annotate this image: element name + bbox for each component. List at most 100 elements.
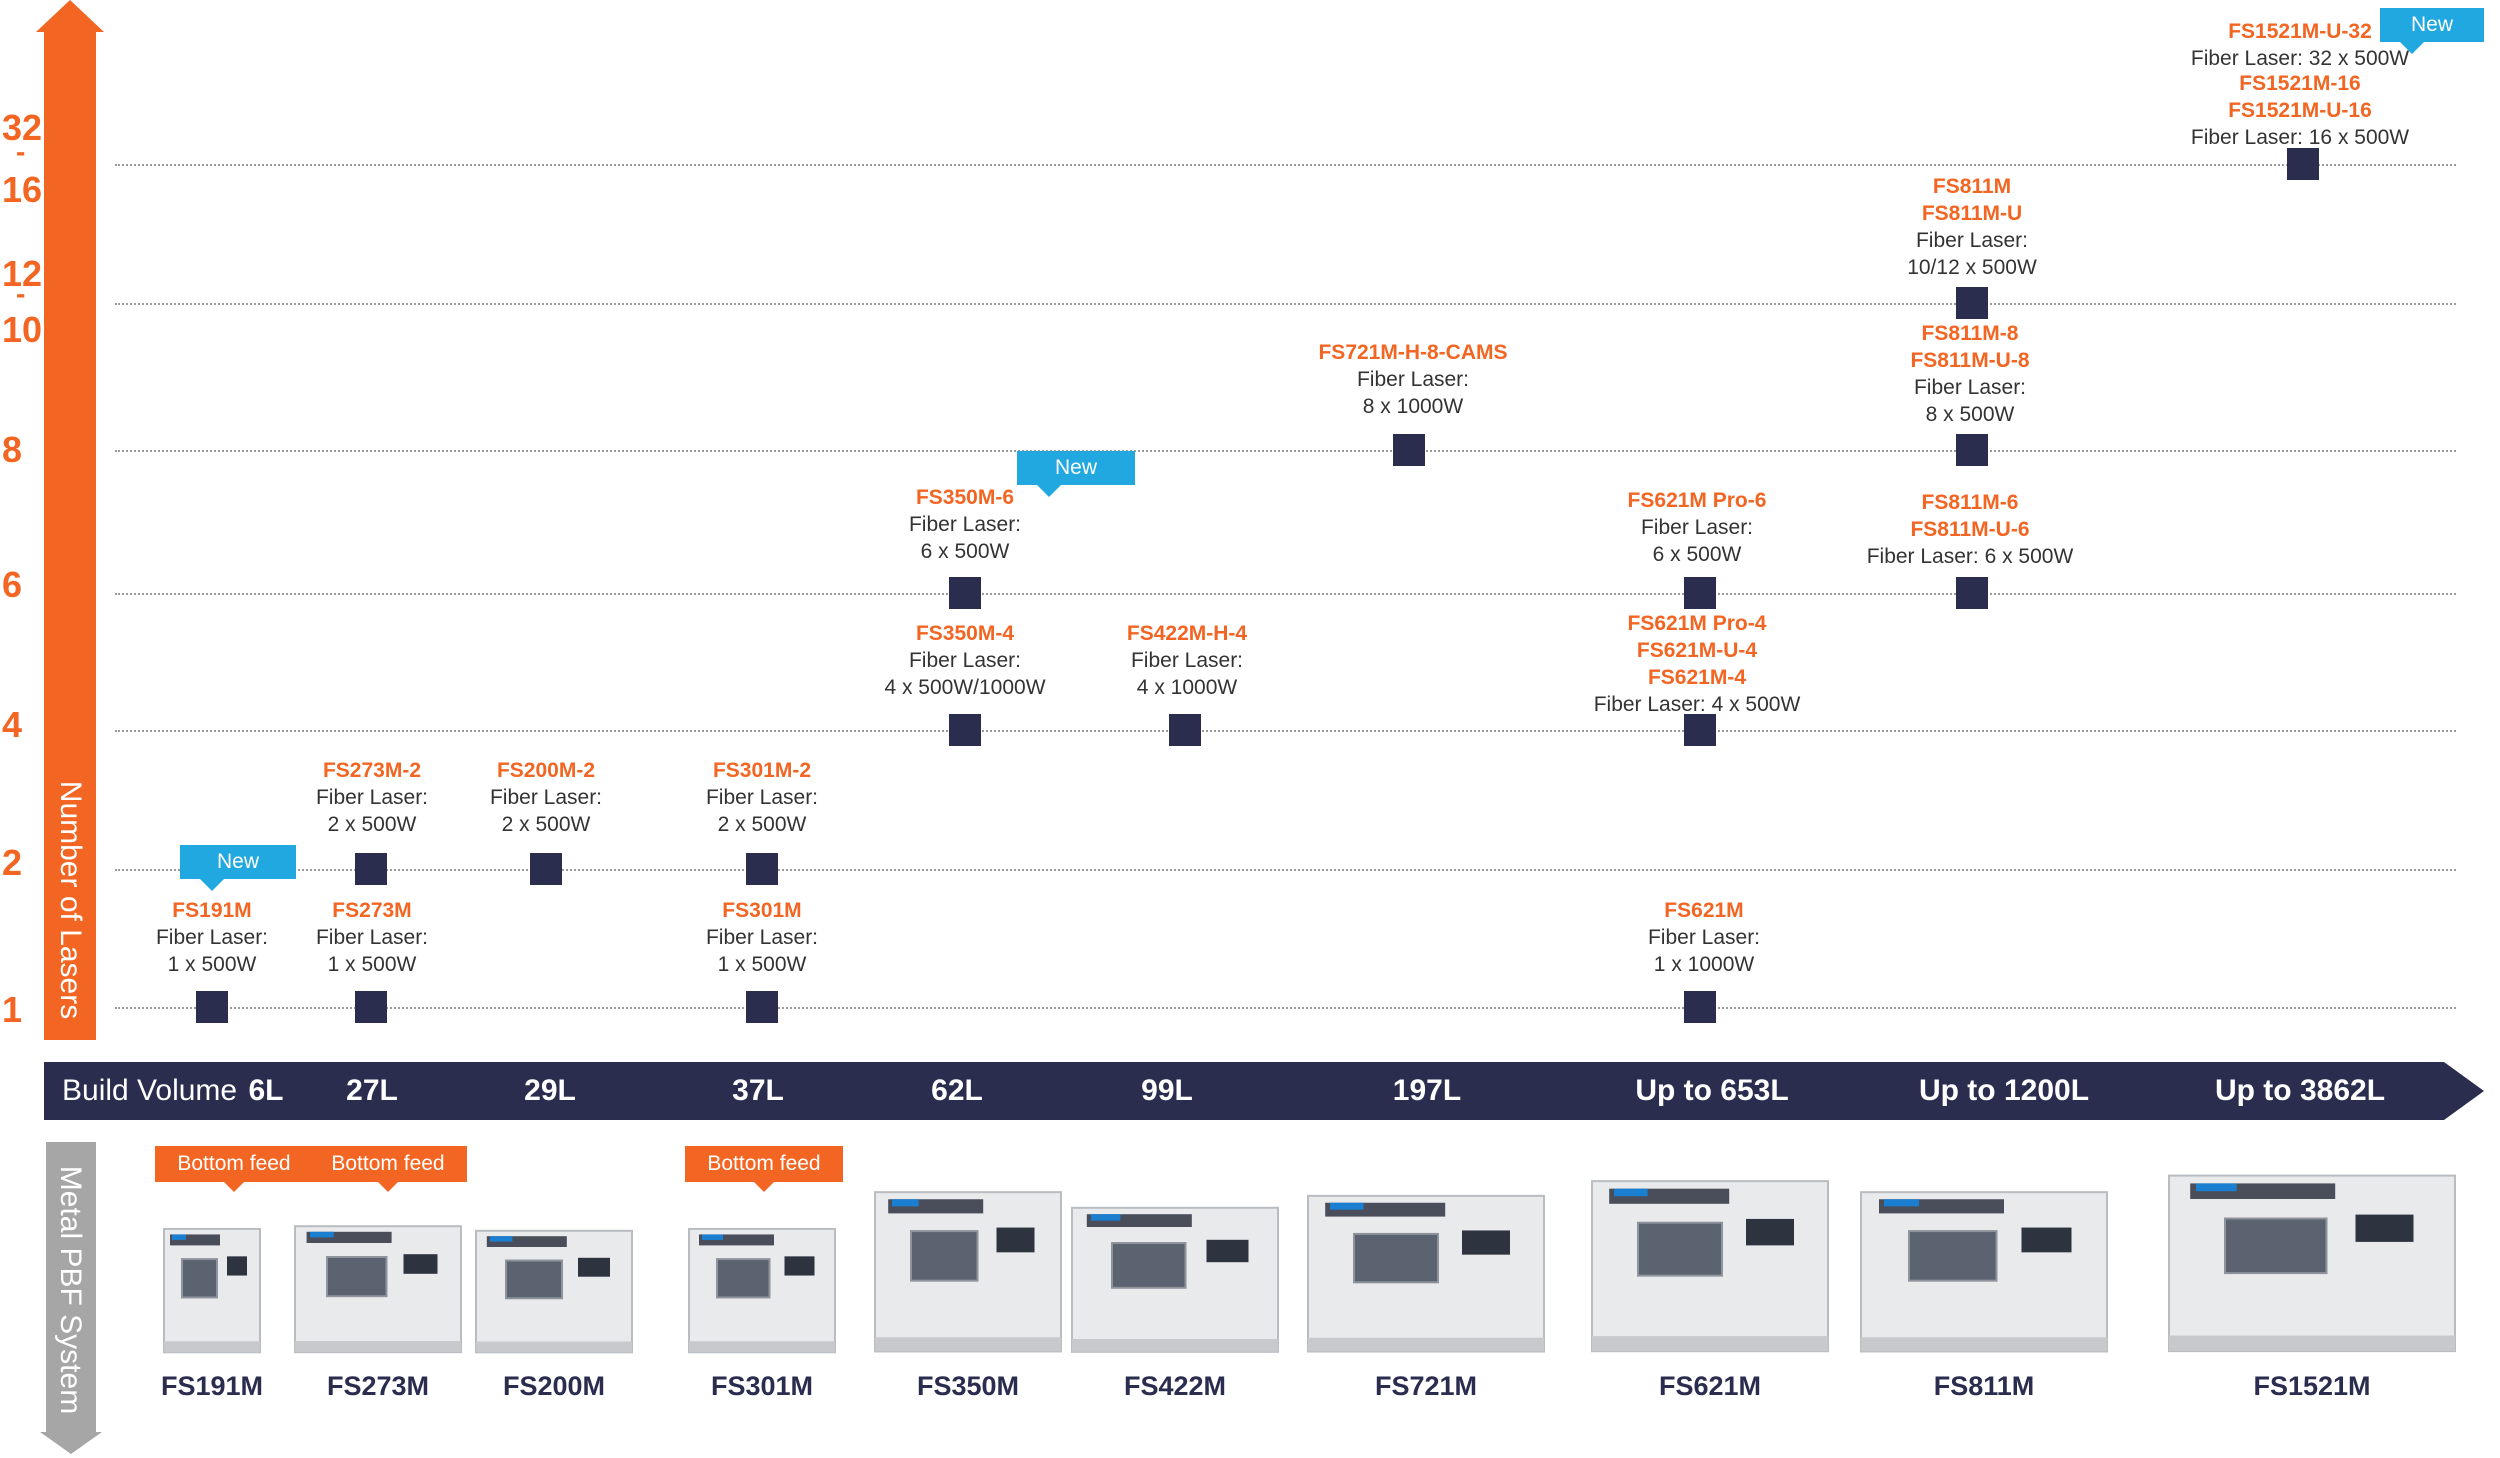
model-name: FS811M-U (1921, 202, 2023, 225)
gridline (115, 869, 2456, 871)
gridline (115, 164, 2456, 166)
y-tick-label: 2 (2, 842, 23, 883)
machine-name: FS350M (916, 1371, 1020, 1401)
machine-name: FS191M (160, 1371, 264, 1401)
laser-spec: Fiber Laser: (315, 786, 429, 809)
machine-name: FS422M (1123, 1371, 1227, 1401)
model-name: FS811M-U-6 (1910, 518, 2030, 541)
laser-spec: 4 x 500W/1000W (884, 676, 1046, 699)
laser-point-marker (1684, 577, 1716, 609)
y-axis-label: Number of Lasers (54, 780, 87, 1020)
model-name: FS721M-H-8-CAMS (1318, 341, 1508, 364)
laser-point-marker (1956, 287, 1988, 319)
laser-spec: 1 x 500W (717, 953, 807, 976)
machine-name: FS621M (1658, 1371, 1762, 1401)
y-axis-arrow (36, 0, 104, 1040)
gridline (115, 593, 2456, 595)
y-tick-label: 16 (2, 169, 43, 210)
build-volume-value: 62L (931, 1074, 983, 1107)
build-volume-value: 37L (732, 1074, 784, 1107)
laser-spec: Fiber Laser: 4 x 500W (1593, 693, 1801, 716)
model-name: FS191M (172, 899, 252, 922)
machine-name: FS811M (1933, 1371, 2035, 1401)
machine-illustration (1306, 1182, 1546, 1355)
build-volume-value: Up to 3862L (2214, 1074, 2386, 1107)
laser-point-marker (746, 853, 778, 885)
model-name: FS350M-6 (915, 486, 1015, 509)
model-name: FS1521M-16 (2239, 72, 2361, 95)
build-volume-value: 197L (1392, 1074, 1462, 1107)
model-name: FS200M-2 (496, 759, 596, 782)
laser-spec: Fiber Laser: (705, 786, 819, 809)
model-name: FS273M-2 (322, 759, 422, 782)
model-name: FS811M-U-8 (1910, 349, 2030, 372)
new-badge: New (180, 845, 296, 891)
y-tick-label: 4 (2, 704, 23, 745)
model-name: FS301M (722, 899, 802, 922)
build-volume-title: Build Volume (62, 1074, 238, 1107)
laser-spec: 8 x 1000W (1362, 395, 1464, 418)
laser-point-marker (949, 714, 981, 746)
laser-spec: 2 x 500W (717, 813, 807, 836)
machine-illustration (873, 1178, 1063, 1355)
laser-point-marker (746, 991, 778, 1023)
laser-point-marker (949, 577, 981, 609)
y-tick-label: 6 (2, 564, 23, 605)
laser-spec: Fiber Laser: (1130, 649, 1244, 672)
laser-spec: Fiber Laser: (705, 926, 819, 949)
y-tick-label: 8 (2, 429, 23, 470)
model-name: FS301M-2 (712, 759, 812, 782)
laser-config-label: FS301M Fiber Laser: 1 x 500W (706, 897, 818, 978)
bottom-feed-badge: Bottom feed (155, 1146, 313, 1192)
laser-point-marker (1684, 714, 1716, 746)
laser-point-marker (355, 991, 387, 1023)
laser-spec: Fiber Laser: (1913, 376, 2027, 399)
build-volume-value: 6L (248, 1074, 284, 1107)
laser-spec: Fiber Laser: (908, 649, 1022, 672)
model-name: FS621M Pro-6 (1627, 489, 1767, 512)
laser-point-marker (530, 853, 562, 885)
laser-point-marker (1393, 434, 1425, 466)
laser-spec: Fiber Laser: (489, 786, 603, 809)
model-name: FS273M (332, 899, 412, 922)
machine-name: FS721M (1374, 1371, 1478, 1401)
model-name: FS621M Pro-4 (1627, 612, 1767, 635)
laser-spec: Fiber Laser: 32 x 500W (2190, 47, 2410, 70)
machine-illustration (2167, 1160, 2457, 1355)
laser-point-marker (196, 991, 228, 1023)
machine-illustration (162, 1218, 262, 1355)
laser-point-marker (1956, 577, 1988, 609)
laser-spec: Fiber Laser: (1915, 229, 2029, 252)
y-tick-label: 12 (2, 253, 43, 294)
laser-spec: 2 x 500W (327, 813, 417, 836)
machine-name: FS1521M (2253, 1371, 2371, 1401)
laser-point-marker (1956, 434, 1988, 466)
model-name: FS422M-H-4 (1126, 622, 1248, 645)
model-name: FS1521M-U-16 (2228, 99, 2372, 122)
machine-illustration (1070, 1195, 1280, 1355)
build-volume-value: 27L (346, 1074, 398, 1107)
system-axis-arrow (40, 1142, 102, 1454)
laser-spec: 2 x 500W (501, 813, 591, 836)
y-tick-label: 1 (2, 989, 23, 1030)
laser-point-marker (1169, 714, 1201, 746)
gridline (115, 450, 2456, 452)
laser-spec: 10/12 x 500W (1907, 256, 2037, 279)
laser-point-marker (2287, 148, 2319, 180)
bottom-feed-badge: Bottom feed (309, 1146, 467, 1192)
machine-illustration (474, 1220, 634, 1355)
build-volume-band (44, 1062, 2484, 1120)
build-volume-value: 99L (1141, 1074, 1193, 1107)
laser-spec: Fiber Laser: (155, 926, 269, 949)
laser-spec: 6 x 500W (920, 540, 1010, 563)
